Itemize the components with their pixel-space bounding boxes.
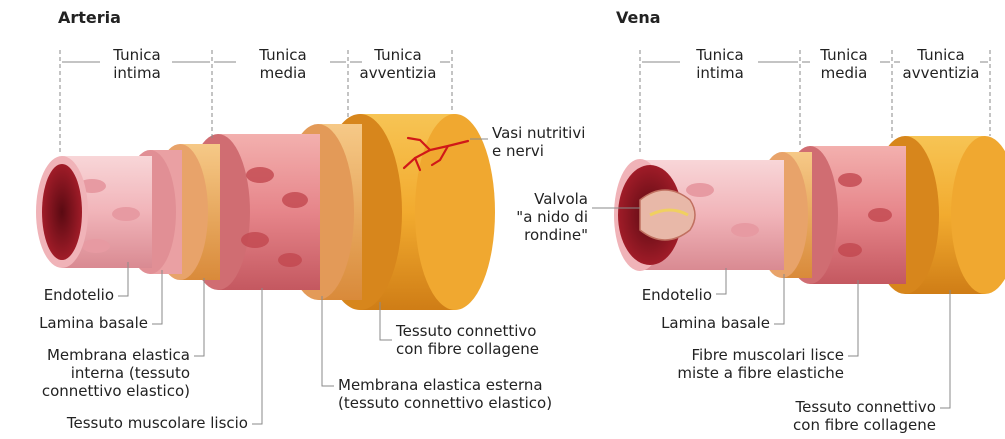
artery-vasa-label: Vasi nutritivi e nervi <box>492 124 585 160</box>
vein-basal-label: Lamina basale <box>560 314 770 332</box>
artery-intima-label: Tunica intima <box>100 46 174 82</box>
artery-adventitia-label: Tunica avventizia <box>346 46 450 82</box>
vein-intima <box>614 159 784 271</box>
vein-media-label: Tunica media <box>806 46 882 82</box>
artery-external-elastic-label: Membrana elastica esterna (tessuto conne… <box>338 376 552 412</box>
vein-endothelium-label: Endotelio <box>560 286 712 304</box>
artery-intima <box>36 156 152 268</box>
artery-connective-label: Tessuto connettivo con fibre collagene <box>396 322 539 358</box>
vein-muscle-label: Fibre muscolari lisce miste a fibre elas… <box>600 346 844 382</box>
vein-intima-label: Tunica intima <box>680 46 760 82</box>
vein-connective-label: Tessuto connettivo con fibre collagene <box>700 398 936 434</box>
artery-title: Arteria <box>58 8 121 27</box>
artery-endothelium-label: Endotelio <box>0 286 114 304</box>
artery-basal-label: Lamina basale <box>0 314 148 332</box>
artery-illustration <box>36 114 495 310</box>
artery-lumen <box>42 164 82 260</box>
vein-title: Vena <box>616 8 661 27</box>
artery-media-label: Tunica media <box>234 46 332 82</box>
artery-smooth-muscle-label: Tessuto muscolare liscio <box>0 414 248 432</box>
vein-valve-label: Valvola "a nido di rondine" <box>480 190 588 244</box>
artery-internal-elastic-label: Membrana elastica interna (tessuto conne… <box>0 346 190 400</box>
vein-illustration <box>614 136 1005 294</box>
vein-adventitia-label: Tunica avventizia <box>894 46 988 82</box>
